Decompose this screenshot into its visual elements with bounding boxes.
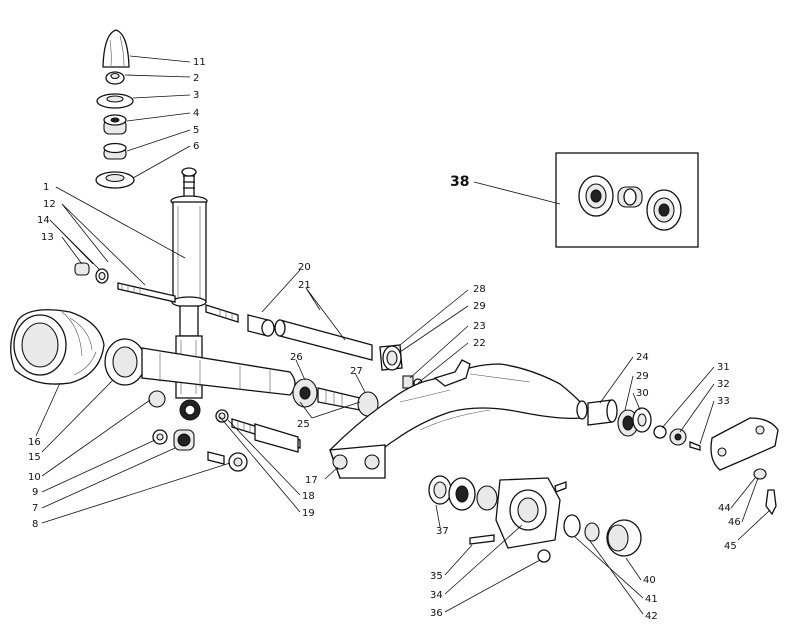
callout-28: 28 [473, 284, 486, 295]
callout-labels: 11 2 3 4 5 6 1 12 14 13 20 21 28 29 23 2… [28, 57, 741, 622]
callout-27: 27 [350, 366, 363, 377]
callout-45: 45 [724, 541, 737, 552]
callout-3: 3 [193, 90, 199, 101]
callout-26: 26 [290, 352, 303, 363]
callout-5: 5 [193, 125, 199, 136]
brake-drum-part [10, 309, 105, 385]
callout-30: 30 [636, 388, 649, 399]
callout-18: 18 [302, 491, 315, 502]
callout-38: 38 [450, 174, 469, 190]
callout-36: 36 [430, 608, 443, 619]
callout-33: 33 [717, 396, 730, 407]
callout-2: 2 [193, 73, 199, 84]
callout-15: 15 [28, 452, 41, 463]
pivot-pin-lower [215, 409, 301, 453]
trailing-arm-part [329, 359, 588, 479]
callout-12: 12 [43, 199, 56, 210]
callout-9: 9 [32, 487, 38, 498]
upper-mount-pin [74, 262, 239, 323]
callout-20: 20 [298, 262, 311, 273]
bearing-inset-box [555, 152, 699, 248]
callout-34: 34 [430, 590, 443, 601]
callout-11: 11 [193, 57, 206, 68]
callout-6: 6 [193, 141, 199, 152]
shock-top-stack [95, 29, 135, 189]
leader-lines [35, 55, 771, 615]
callout-40: 40 [643, 575, 656, 586]
dust-cap-part [102, 29, 130, 68]
bearing-stack-right [587, 399, 701, 451]
callout-44: 44 [718, 503, 731, 514]
callout-41: 41 [645, 594, 658, 605]
shock-absorber-part [170, 167, 208, 421]
callout-7: 7 [32, 503, 38, 514]
callout-25: 25 [297, 419, 310, 430]
arm-bushes [292, 378, 379, 417]
callout-10: 10 [28, 472, 41, 483]
callout-31: 31 [717, 362, 730, 373]
callout-32: 32 [717, 379, 730, 390]
callout-16: 16 [28, 437, 41, 448]
bracket-parts [710, 417, 779, 516]
callout-42: 42 [645, 611, 658, 622]
callout-46: 46 [728, 517, 741, 528]
callout-4: 4 [193, 108, 199, 119]
callout-21: 21 [298, 280, 311, 291]
callout-22: 22 [473, 338, 486, 349]
callout-19: 19 [302, 508, 315, 519]
axle-beam-part [104, 338, 296, 396]
callout-29a: 29 [473, 301, 486, 312]
callout-35: 35 [430, 571, 443, 582]
callout-17: 17 [305, 475, 318, 486]
callout-23: 23 [473, 321, 486, 332]
callout-24: 24 [636, 352, 649, 363]
callout-13: 13 [41, 232, 54, 243]
callout-14: 14 [37, 215, 50, 226]
callout-1: 1 [43, 182, 49, 193]
callout-29b: 29 [636, 371, 649, 382]
lower-mount-parts [148, 390, 248, 472]
callout-37: 37 [436, 526, 449, 537]
callout-8: 8 [32, 519, 38, 530]
hub-assembly [428, 475, 642, 563]
